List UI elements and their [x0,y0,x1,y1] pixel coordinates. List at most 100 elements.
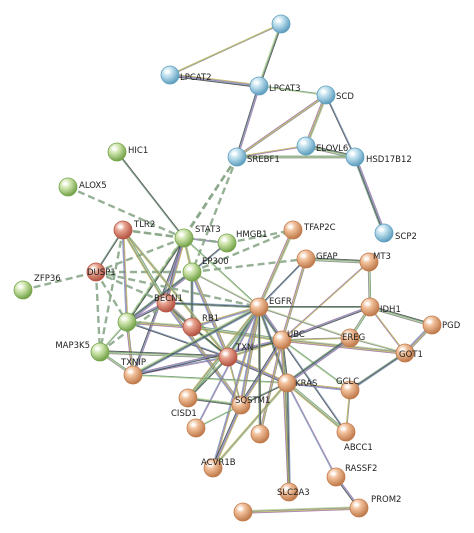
node-circle[interactable] [250,424,270,444]
node-circle[interactable] [178,388,198,408]
node-o1[interactable] [186,418,206,438]
node-cisd1[interactable]: CISD1 [171,388,198,419]
node-circle[interactable] [203,458,223,478]
node-abcc1[interactable]: ABCC1 [336,422,373,453]
node-circle[interactable] [182,262,202,282]
node-circle[interactable] [340,380,360,400]
node-circle[interactable] [13,280,33,300]
node-circle[interactable] [345,147,365,167]
node-kras[interactable]: KRAS [277,373,317,393]
node-circle[interactable] [283,220,303,240]
node-circle[interactable] [113,220,133,240]
node-pgd[interactable]: PGD [422,315,461,335]
node-slc2a3[interactable]: SLC2A3 [277,482,310,502]
node-circle[interactable] [227,147,247,167]
node-circle[interactable] [218,347,238,367]
node-circle[interactable] [296,136,316,156]
node-txnip[interactable]: TXNIP [120,358,146,385]
node-label: HIC1 [128,146,148,156]
edge-ereg-kras [285,336,352,385]
node-circle[interactable] [90,342,110,362]
node-circle[interactable] [336,422,356,442]
node-zfp36[interactable]: ZFP36 [13,274,61,300]
node-circle[interactable] [296,249,316,269]
node-o3[interactable] [233,502,253,522]
node-circle[interactable] [249,297,269,317]
node-circle[interactable] [360,297,380,317]
node-circle[interactable] [271,14,291,34]
node-highlight [62,182,69,186]
node-rassf2[interactable]: RASSF2 [326,464,377,487]
node-dusp1[interactable]: DUSP1 [86,262,116,282]
node-map3k5[interactable]: MAP3K5 [55,341,110,362]
node-circle[interactable] [117,312,137,332]
node-o2[interactable] [250,424,270,444]
node-circle[interactable] [395,343,415,363]
node-rb1[interactable]: RB1 [182,314,219,337]
node-circle[interactable] [182,317,202,337]
node-circle[interactable] [279,482,299,502]
edge-alox5-stat3 [67,185,185,240]
node-hmgb1[interactable]: HMGB1 [217,230,268,253]
node-circle[interactable] [359,252,379,272]
node-scp2[interactable]: SCP2 [374,223,417,243]
node-scd[interactable]: SCD [316,85,354,105]
edge-egfr-acvr1b [211,306,261,469]
node-tlr2[interactable]: TLR2 [113,220,155,240]
node-hsd17b12[interactable]: HSD17B12 [345,147,412,167]
node-tfap2c[interactable]: TFAP2C [283,220,336,240]
node-circle[interactable] [58,177,78,197]
node-circle[interactable] [86,262,106,282]
node-circle[interactable] [174,228,194,248]
node-circle[interactable] [340,328,360,348]
node-ikbkg[interactable] [117,312,137,332]
node-becn1[interactable]: BECN1 [154,293,183,313]
node-ep300[interactable]: EP300 [182,257,229,282]
node-circle[interactable] [123,365,143,385]
node-lpcat2[interactable]: LPCAT2 [160,65,212,85]
node-circle[interactable] [107,142,127,162]
node-gfap[interactable]: GFAP [296,249,338,269]
node-circle[interactable] [272,330,292,350]
node-circle[interactable] [160,65,180,85]
node-stat3[interactable]: STAT3 [174,225,221,248]
node-alox5[interactable]: ALOX5 [58,177,107,197]
node-mt3[interactable]: MT3 [359,252,391,272]
node-lpcat3[interactable]: LPCAT3 [249,76,301,96]
node-egfr[interactable]: EGFR [249,297,292,317]
node-srebf1[interactable]: SREBF1 [227,147,280,167]
node-ubc[interactable]: UBC [272,330,305,350]
node-txn[interactable]: TXN [218,343,253,367]
edge-dusp1-map3k5 [94,271,102,353]
edge-hic1-stat3 [116,151,185,239]
edge-o3-prom2 [242,506,360,514]
node-circle[interactable] [186,418,206,438]
node-acvr1b[interactable]: ACVR1B [201,458,236,478]
edge-mt3-ubc [281,261,370,341]
node-circle[interactable] [349,498,369,518]
node-circle[interactable] [326,467,346,487]
node-label: ABCC1 [344,443,373,453]
node-idh1[interactable]: IDH1 [360,297,401,317]
node-top[interactable] [271,14,291,34]
node-circle[interactable] [277,373,297,393]
node-circle[interactable] [217,233,237,253]
node-circle[interactable] [422,315,442,335]
node-elovl6[interactable]: ELOVL6 [296,136,348,156]
node-circle[interactable] [231,395,251,415]
node-circle[interactable] [316,85,336,105]
node-ereg[interactable]: EREG [340,328,365,348]
node-circle[interactable] [233,502,253,522]
node-gclc[interactable]: GCLC [336,377,360,400]
node-circle[interactable] [156,293,176,313]
node-prom2[interactable]: PROM2 [349,495,401,518]
node-label: SREBF1 [247,155,280,165]
edge-tlr2-map3k5 [98,229,125,353]
node-hic1[interactable]: HIC1 [107,142,148,162]
node-circle[interactable] [249,76,269,96]
node-highlight [121,317,128,321]
node-got1[interactable]: GOT1 [395,343,423,363]
node-circle[interactable] [374,223,394,243]
node-highlight [221,238,228,242]
node-sqstm1[interactable]: SQSTM1 [231,395,270,415]
